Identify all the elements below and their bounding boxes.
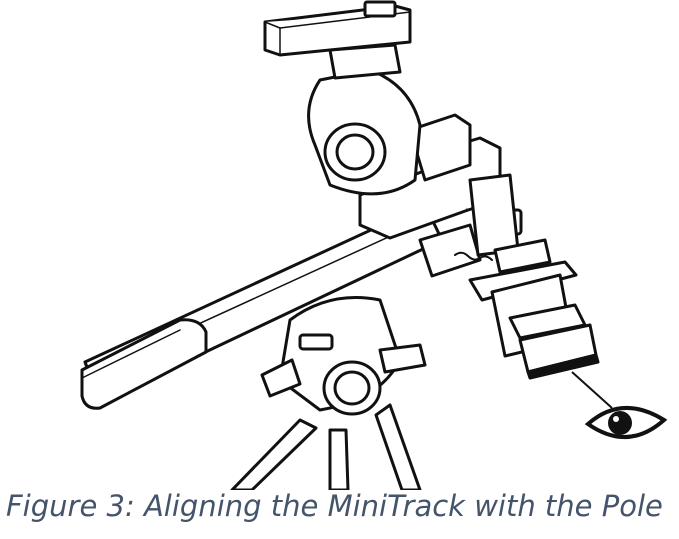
tripod-head [260, 296, 427, 416]
polar-scope [468, 173, 600, 380]
sight-line [571, 371, 613, 409]
tripod-legs [230, 403, 422, 490]
eye-icon [584, 406, 668, 439]
quick-release-plate [263, 0, 412, 57]
minitrack-on-tripod-illustration [80, 0, 668, 490]
ball-head [307, 43, 422, 196]
figure-caption: Figure 3: Aligning the MiniTrack with th… [6, 489, 663, 523]
tracker-end-box [80, 318, 208, 410]
